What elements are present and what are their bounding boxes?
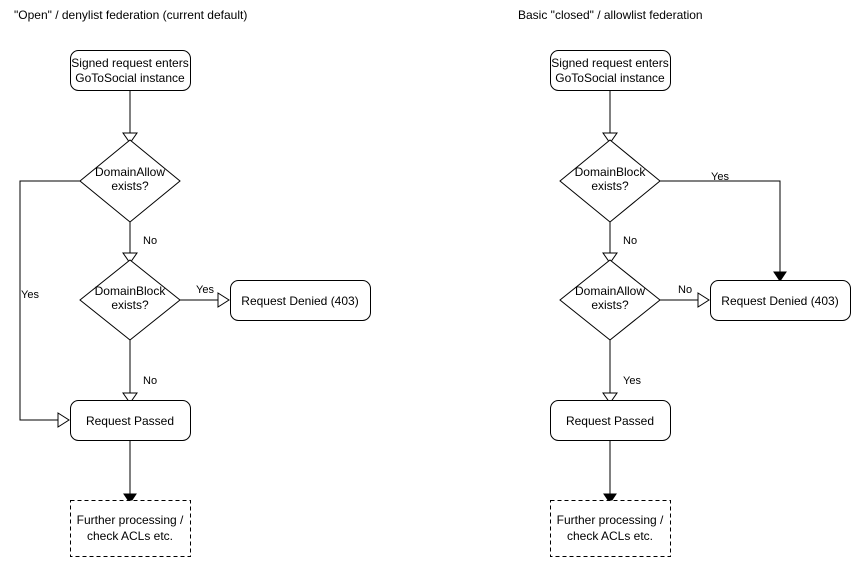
edge-start-to-domainblock-right [602,90,618,144]
node-further-processing-left-line1: Further processing / [77,513,184,527]
edge-label-domainallow-yes-left: Yes [21,289,39,301]
arrowhead-open-icon [122,252,138,264]
arrowhead-open-icon [697,292,710,308]
edge-label-domainallow-no-left: No [143,235,157,247]
edge-label-domainallow-no-right: No [678,284,692,296]
node-further-processing-right[interactable]: Further processing / check ACLs etc. [550,500,671,557]
node-further-processing-right-line1: Further processing / [557,513,664,527]
node-domainallow-decision-right-line1: DomainAllow [575,284,645,298]
arrowhead-open-icon [602,132,618,144]
node-further-processing-right-shape[interactable] [550,500,671,557]
edge-domainallow-yes-left: Yes [19,180,80,428]
node-request-denied-right[interactable]: Request Denied (403) [710,280,851,321]
node-domainblock-decision-left-line1: DomainBlock [95,284,167,298]
node-signed-request-left-line1: Signed request enters [71,56,188,70]
arrowhead-open-icon [602,252,618,264]
node-further-processing-left[interactable]: Further processing / check ACLs etc. [70,500,191,557]
edge-domainallow-no-right: No [660,284,710,308]
node-domainallow-decision-right-line2: exists? [591,298,629,312]
node-domainallow-decision-left[interactable]: DomainAllow exists? [79,139,181,223]
node-domainallow-decision-left-line1: DomainAllow [95,165,165,179]
edge-label-domainblock-no-right: No [623,235,637,247]
node-request-denied-left[interactable]: Request Denied (403) [230,280,371,321]
node-domainallow-decision-right[interactable]: DomainAllow exists? [559,259,661,341]
edge-label-domainblock-yes-right: Yes [711,171,729,183]
node-request-passed-right[interactable]: Request Passed [550,400,671,441]
node-domainallow-decision-left-line2: exists? [111,179,149,193]
edge-label-domainblock-no-left: No [143,375,157,387]
diagram-open-denylist: "Open" / denylist federation (current de… [14,8,371,557]
node-request-denied-right-label: Request Denied (403) [721,294,838,308]
diagram-title-closed-allowlist: Basic "closed" / allowlist federation [518,8,703,22]
edge-domainallow-yes-right: Yes [602,340,641,404]
arrowhead-open-icon [602,392,618,404]
edge-label-domainblock-yes-left: Yes [196,284,214,296]
node-further-processing-left-shape[interactable] [70,500,191,557]
node-domainblock-decision-right-line2: exists? [591,179,629,193]
node-domainblock-decision-right[interactable]: DomainBlock exists? [559,139,661,223]
arrowhead-open-icon [122,392,138,404]
edge-domainblock-no-right: No [602,222,637,264]
edge-domainblock-yes-right: Yes [660,171,787,282]
arrowhead-open-icon [122,132,138,144]
diagram-closed-allowlist: Basic "closed" / allowlist federation Si… [518,8,851,557]
node-further-processing-left-line2: check ACLs etc. [87,529,173,543]
node-further-processing-right-line2: check ACLs etc. [567,529,653,543]
edge-passed-to-further-left [123,440,137,504]
edge-domainblock-no-left: No [122,340,157,404]
edge-label-domainallow-yes-right: Yes [623,375,641,387]
node-request-passed-right-label: Request Passed [566,414,654,428]
edge-passed-to-further-right [603,440,617,504]
arrowhead-filled-icon [773,271,787,282]
edge-domainallow-no-left: No [122,222,157,264]
arrowhead-open-icon [217,292,230,308]
node-request-denied-left-shape[interactable] [230,280,371,321]
node-signed-request-right-line2: GoToSocial instance [555,71,665,85]
node-domainblock-decision-left[interactable]: DomainBlock exists? [79,259,181,341]
edge-domainblock-yes-left: Yes [180,284,230,308]
node-domainblock-decision-left-line2: exists? [111,298,149,312]
node-request-passed-left-label: Request Passed [86,414,174,428]
node-request-denied-left-label: Request Denied (403) [241,294,358,308]
node-signed-request-right-line1: Signed request enters [551,56,668,70]
arrowhead-filled-icon [603,493,617,504]
edge-start-to-domainallow-left [122,90,138,144]
node-domainblock-decision-right-line1: DomainBlock [575,165,647,179]
arrowhead-open-icon [57,412,70,428]
diagram-title-open-denylist: "Open" / denylist federation (current de… [14,8,247,22]
arrowhead-filled-icon [123,493,137,504]
node-signed-request-left-line2: GoToSocial instance [75,71,185,85]
node-signed-request-right[interactable]: Signed request enters GoToSocial instanc… [550,50,671,91]
node-request-passed-left[interactable]: Request Passed [70,400,191,441]
node-signed-request-left[interactable]: Signed request enters GoToSocial instanc… [70,50,191,91]
